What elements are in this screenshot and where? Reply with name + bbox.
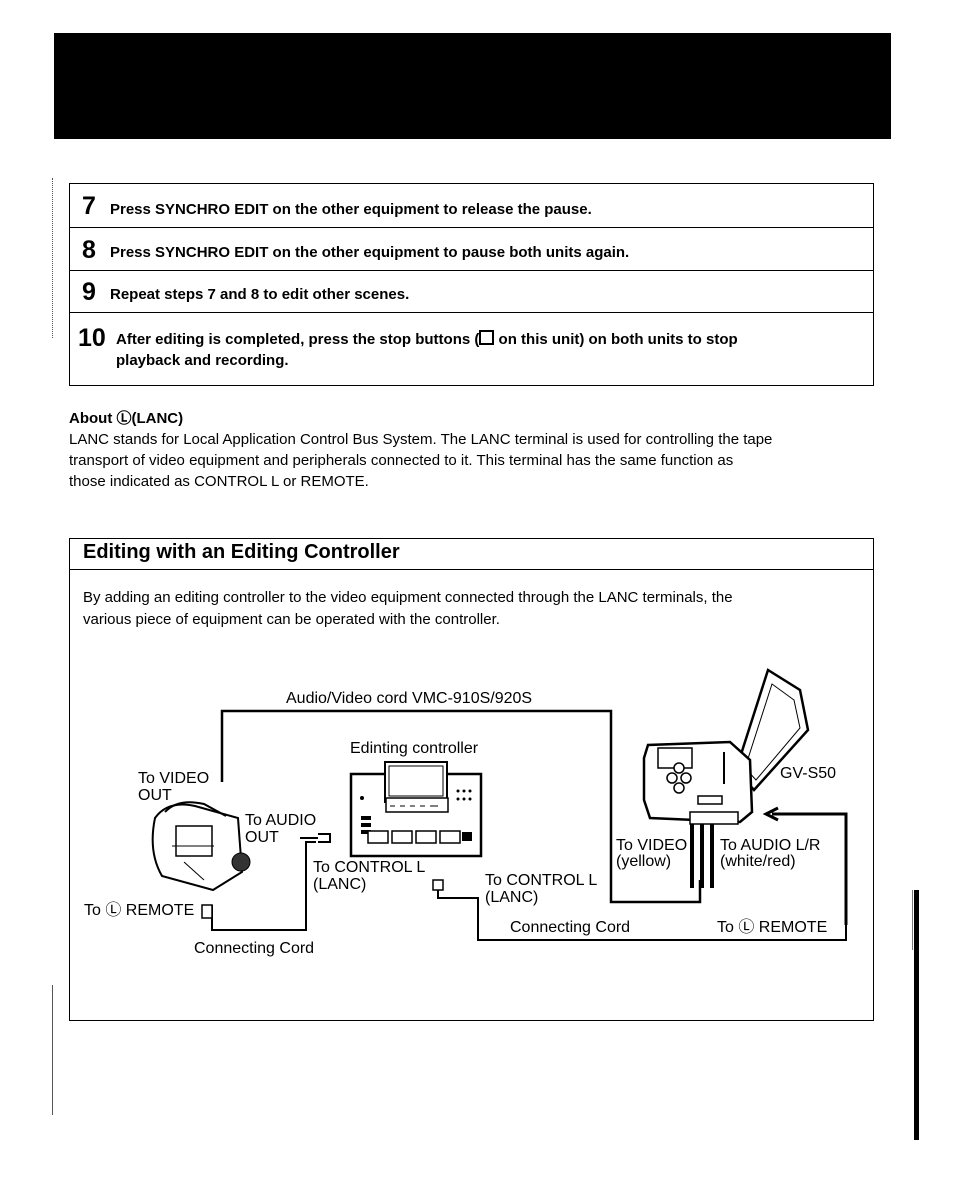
header-bar: [54, 33, 891, 139]
step-text: Press SYNCHRO EDIT on the other equipmen…: [110, 201, 592, 218]
step-number: 10: [78, 324, 106, 352]
step-8: 8 Press SYNCHRO EDIT on the other equipm…: [70, 228, 873, 271]
to-audio-label: To AUDIO L/R: [720, 837, 820, 854]
step-text: Press SYNCHRO EDIT on the other equipmen…: [110, 244, 630, 261]
about-body-line: transport of video equipment and periphe…: [69, 452, 734, 469]
to-audio-out-label: To AUDIO: [245, 812, 316, 829]
to-video-out-label: To VIDEO: [138, 770, 209, 787]
step-text-before: After editing is completed, press the st…: [116, 331, 480, 348]
to-audio-label: (white/red): [720, 853, 796, 870]
margin-mark: [52, 178, 57, 338]
step-text-after: on this unit) on both units to stop: [494, 331, 738, 348]
section-title-row: Editing with an Editing Controller: [70, 539, 873, 570]
stop-button-icon: [479, 330, 495, 345]
to-video-label: To VIDEO: [616, 837, 687, 854]
av-cord-label: Audio/Video cord VMC-910S/920S: [286, 690, 532, 707]
step-number: 9: [82, 278, 96, 306]
editing-controller-icon: [349, 761, 483, 858]
margin-mark: [912, 890, 913, 950]
margin-mark: [52, 985, 55, 1115]
step-7: 7 Press SYNCHRO EDIT on the other equipm…: [70, 184, 873, 228]
to-audio-out-label: OUT: [245, 829, 279, 846]
connecting-cord-label: Connecting Cord: [510, 919, 630, 936]
steps-box: 7 Press SYNCHRO EDIT on the other equipm…: [69, 183, 874, 386]
step-number: 8: [82, 236, 96, 264]
about-body-line: LANC stands for Local Application Contro…: [69, 431, 773, 448]
step-10: 10 After editing is completed, press the…: [70, 313, 873, 385]
section-title: Editing with an Editing Controller: [83, 541, 400, 563]
margin-bar: [914, 890, 919, 1140]
to-video-out-label: OUT: [138, 787, 172, 804]
to-video-label: (yellow): [616, 853, 671, 870]
control-plug: [432, 879, 444, 891]
av-plugs: [690, 824, 714, 888]
audio-plug: [300, 833, 331, 843]
about-title: About Ⓛ(LANC): [69, 410, 184, 427]
av-cord: [220, 709, 702, 904]
step-text: Repeat steps 7 and 8 to edit other scene…: [110, 286, 410, 303]
to-remote-label: To Ⓛ REMOTE: [717, 918, 827, 936]
about-lanc: About Ⓛ(LANC) LANC stands for Local Appl…: [69, 408, 884, 492]
intro-line: various piece of equipment can be operat…: [83, 611, 500, 628]
lanc-cord-right: [437, 888, 847, 941]
editing-section: Editing with an Editing Controller By ad…: [69, 538, 874, 1021]
step-9: 9 Repeat steps 7 and 8 to edit other sce…: [70, 271, 873, 313]
about-body-line: those indicated as CONTROL L or REMOTE.: [69, 473, 369, 490]
gv-s50-icon: [642, 668, 810, 825]
section-intro: By adding an editing controller to the v…: [83, 587, 853, 631]
step-text: After editing is completed, press the st…: [116, 330, 738, 350]
lanc-arrow: [762, 806, 848, 925]
to-control-l-label: To CONTROL L: [485, 872, 597, 889]
to-control-l-label: To CONTROL L: [313, 859, 425, 876]
to-remote-label: To Ⓛ REMOTE: [84, 901, 194, 919]
controller-label: Edinting controller: [350, 740, 479, 757]
remote-plug-left: [201, 904, 213, 919]
to-control-l-label: (LANC): [313, 876, 366, 893]
intro-line: By adding an editing controller to the v…: [83, 589, 733, 606]
step-number: 7: [82, 192, 96, 220]
to-control-l-label: (LANC): [485, 889, 538, 906]
lanc-cord-left: [211, 841, 316, 931]
camcorder-icon: [151, 801, 251, 892]
model-label: GV-S50: [780, 765, 836, 782]
step-text-line2: playback and recording.: [116, 352, 289, 369]
connecting-cord-label: Connecting Cord: [194, 940, 314, 957]
